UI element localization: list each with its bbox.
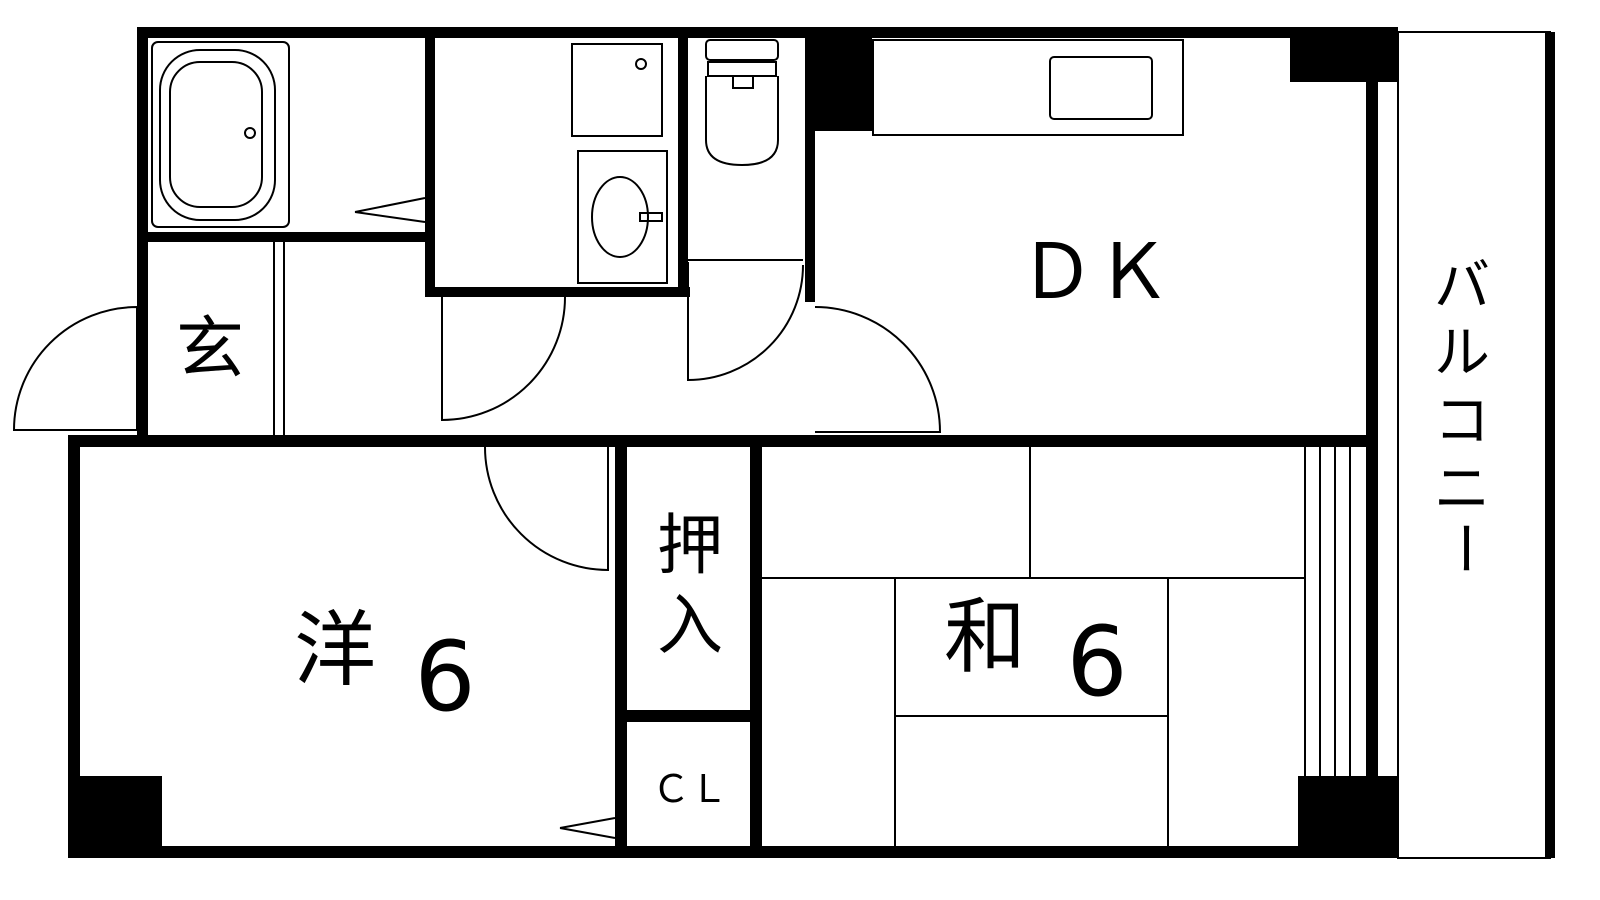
japanese-room-label: 和 xyxy=(944,590,1026,685)
balcony xyxy=(1397,31,1555,859)
dk-label: ＤＫ xyxy=(1019,227,1171,316)
windows xyxy=(69,81,1377,778)
balcony-char: コ xyxy=(1434,389,1490,454)
oshiire-label-bottom: 入 xyxy=(657,587,723,664)
pillar xyxy=(810,27,872,131)
closet-label: ＣＬ xyxy=(652,767,728,811)
pillar xyxy=(68,776,162,858)
kitchen-counter xyxy=(872,39,1184,136)
japanese-room-size: 6 xyxy=(1066,606,1127,718)
pillar xyxy=(1290,27,1398,82)
oshiire-label-top: 押 xyxy=(657,507,723,584)
washing-machine-space xyxy=(571,43,663,137)
western-room-label: 洋 xyxy=(294,603,376,698)
sink xyxy=(577,150,668,284)
western-room-size: 6 xyxy=(414,621,475,733)
balcony-label: バ ル コ ニ ー xyxy=(1431,254,1496,576)
pillar xyxy=(1298,776,1398,858)
walls xyxy=(68,27,1398,858)
bathtub xyxy=(151,41,426,228)
tatami-mats xyxy=(755,447,1305,846)
balcony-char: バ xyxy=(1434,254,1490,319)
doors xyxy=(12,242,942,839)
balcony-char: ー xyxy=(1431,520,1496,576)
washroom-fixtures xyxy=(571,43,668,284)
entrance-label: 玄 xyxy=(176,310,244,389)
balcony-char: ル xyxy=(1434,321,1490,386)
balcony-char: ニ xyxy=(1434,457,1490,522)
toilet xyxy=(705,39,779,167)
